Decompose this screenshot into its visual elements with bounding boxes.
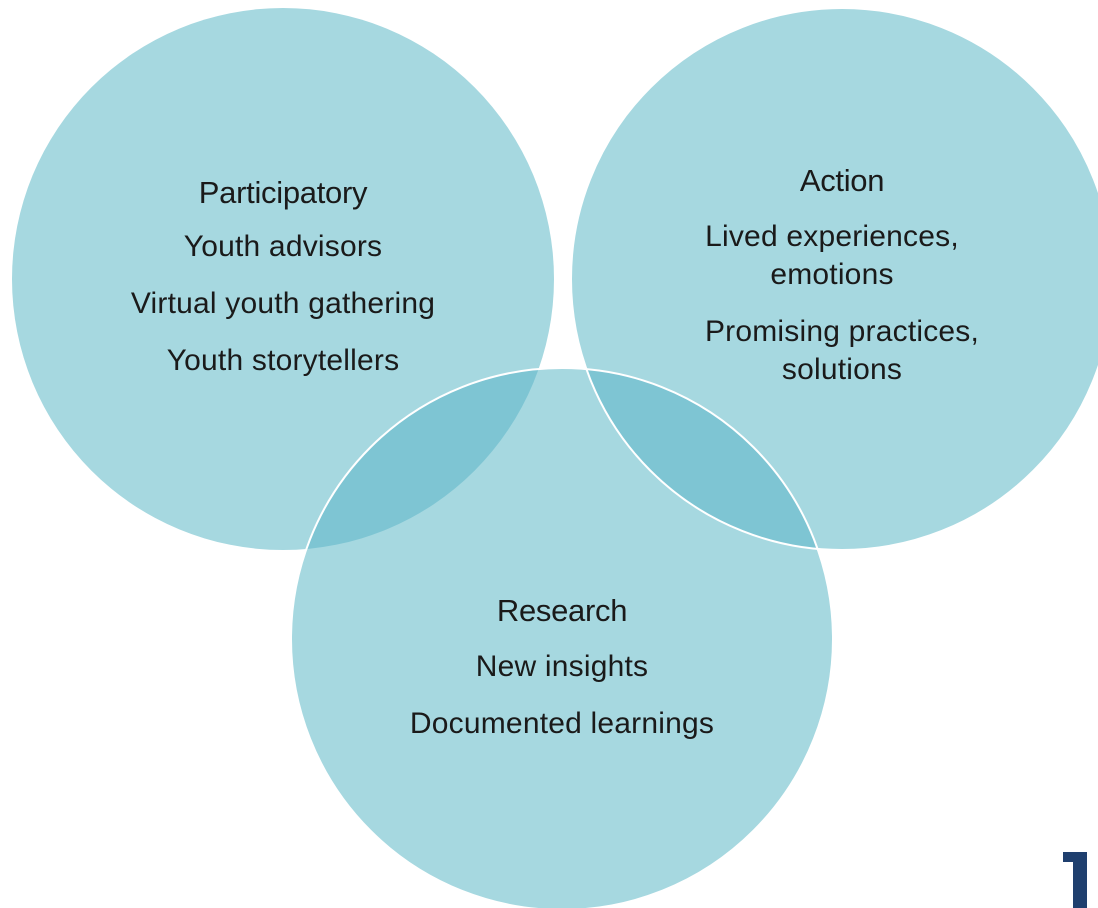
participatory-title: Participatory — [198, 175, 368, 210]
participatory-item-virtual-gathering: Virtual youth gathering — [130, 287, 436, 320]
participatory-label-block: Participatory Youth advisors Virtual you… — [131, 174, 435, 399]
action-item-promising-practices: Promising practices, solutions — [704, 315, 980, 386]
logo-fragment — [1063, 852, 1087, 908]
action-item-lived-experiences: Lived experiences, emotions — [705, 220, 959, 291]
action-label-block: Action Lived experiences, emotions Promi… — [682, 162, 1002, 408]
research-circle-outline — [290, 367, 834, 908]
participatory-item-youth-advisors: Youth advisors — [183, 230, 383, 263]
research-item-documented-learnings: Documented learnings — [409, 707, 715, 740]
participatory-research-overlap — [291, 368, 554, 550]
action-research-overlap — [571, 368, 833, 550]
research-label-block: Research New insights Documented learnin… — [410, 592, 714, 762]
research-title: Research — [496, 593, 628, 628]
participatory-item-youth-storytellers: Youth storytellers — [166, 344, 400, 377]
action-circle-outline — [570, 7, 1098, 551]
action-title: Action — [799, 163, 885, 198]
research-item-new-insights: New insights — [475, 650, 649, 683]
